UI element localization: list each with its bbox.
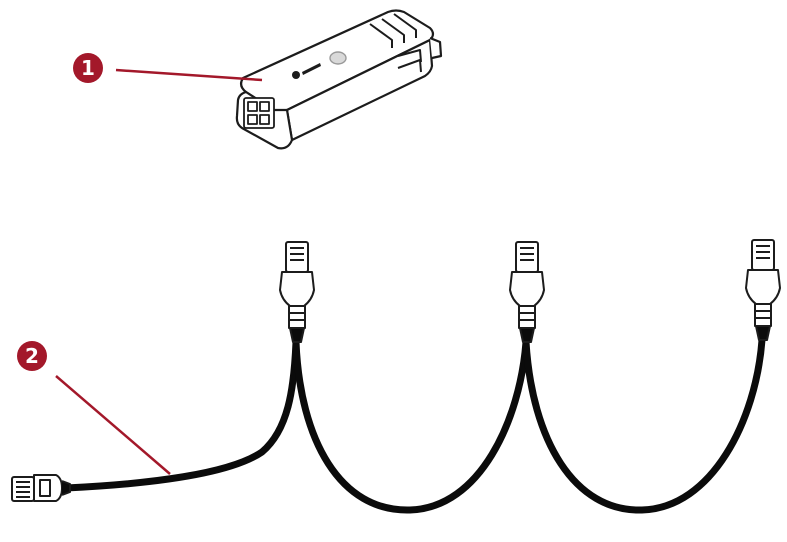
sensor-module-icon (235, 9, 443, 150)
callout-1: 1 (73, 53, 263, 83)
y-splitter-cable-icon (11, 239, 781, 514)
brand-logo-icon (292, 63, 321, 79)
cable-loop-1 (292, 338, 530, 514)
vertical-plug-1 (279, 241, 315, 343)
cable-feed (62, 338, 300, 492)
module-mount-tab (429, 36, 443, 60)
callout-2-leader (55, 375, 171, 475)
left-inline-plug (11, 474, 71, 502)
callout-2: 2 (17, 341, 171, 475)
vertical-plug-3 (745, 239, 781, 341)
module-right-cap (285, 38, 434, 142)
callout-2-number: 2 (25, 344, 39, 368)
module-connector-port (243, 97, 275, 129)
cable-strands (62, 336, 766, 514)
callout-1-number: 1 (81, 56, 95, 80)
status-led-icon (329, 51, 347, 65)
vertical-plug-2 (509, 241, 545, 343)
callout-1-badge (73, 53, 103, 83)
callout-1-leader (115, 68, 263, 82)
callout-2-badge (17, 341, 47, 371)
vent-slots (369, 13, 422, 73)
cable-loop-2 (522, 336, 766, 514)
